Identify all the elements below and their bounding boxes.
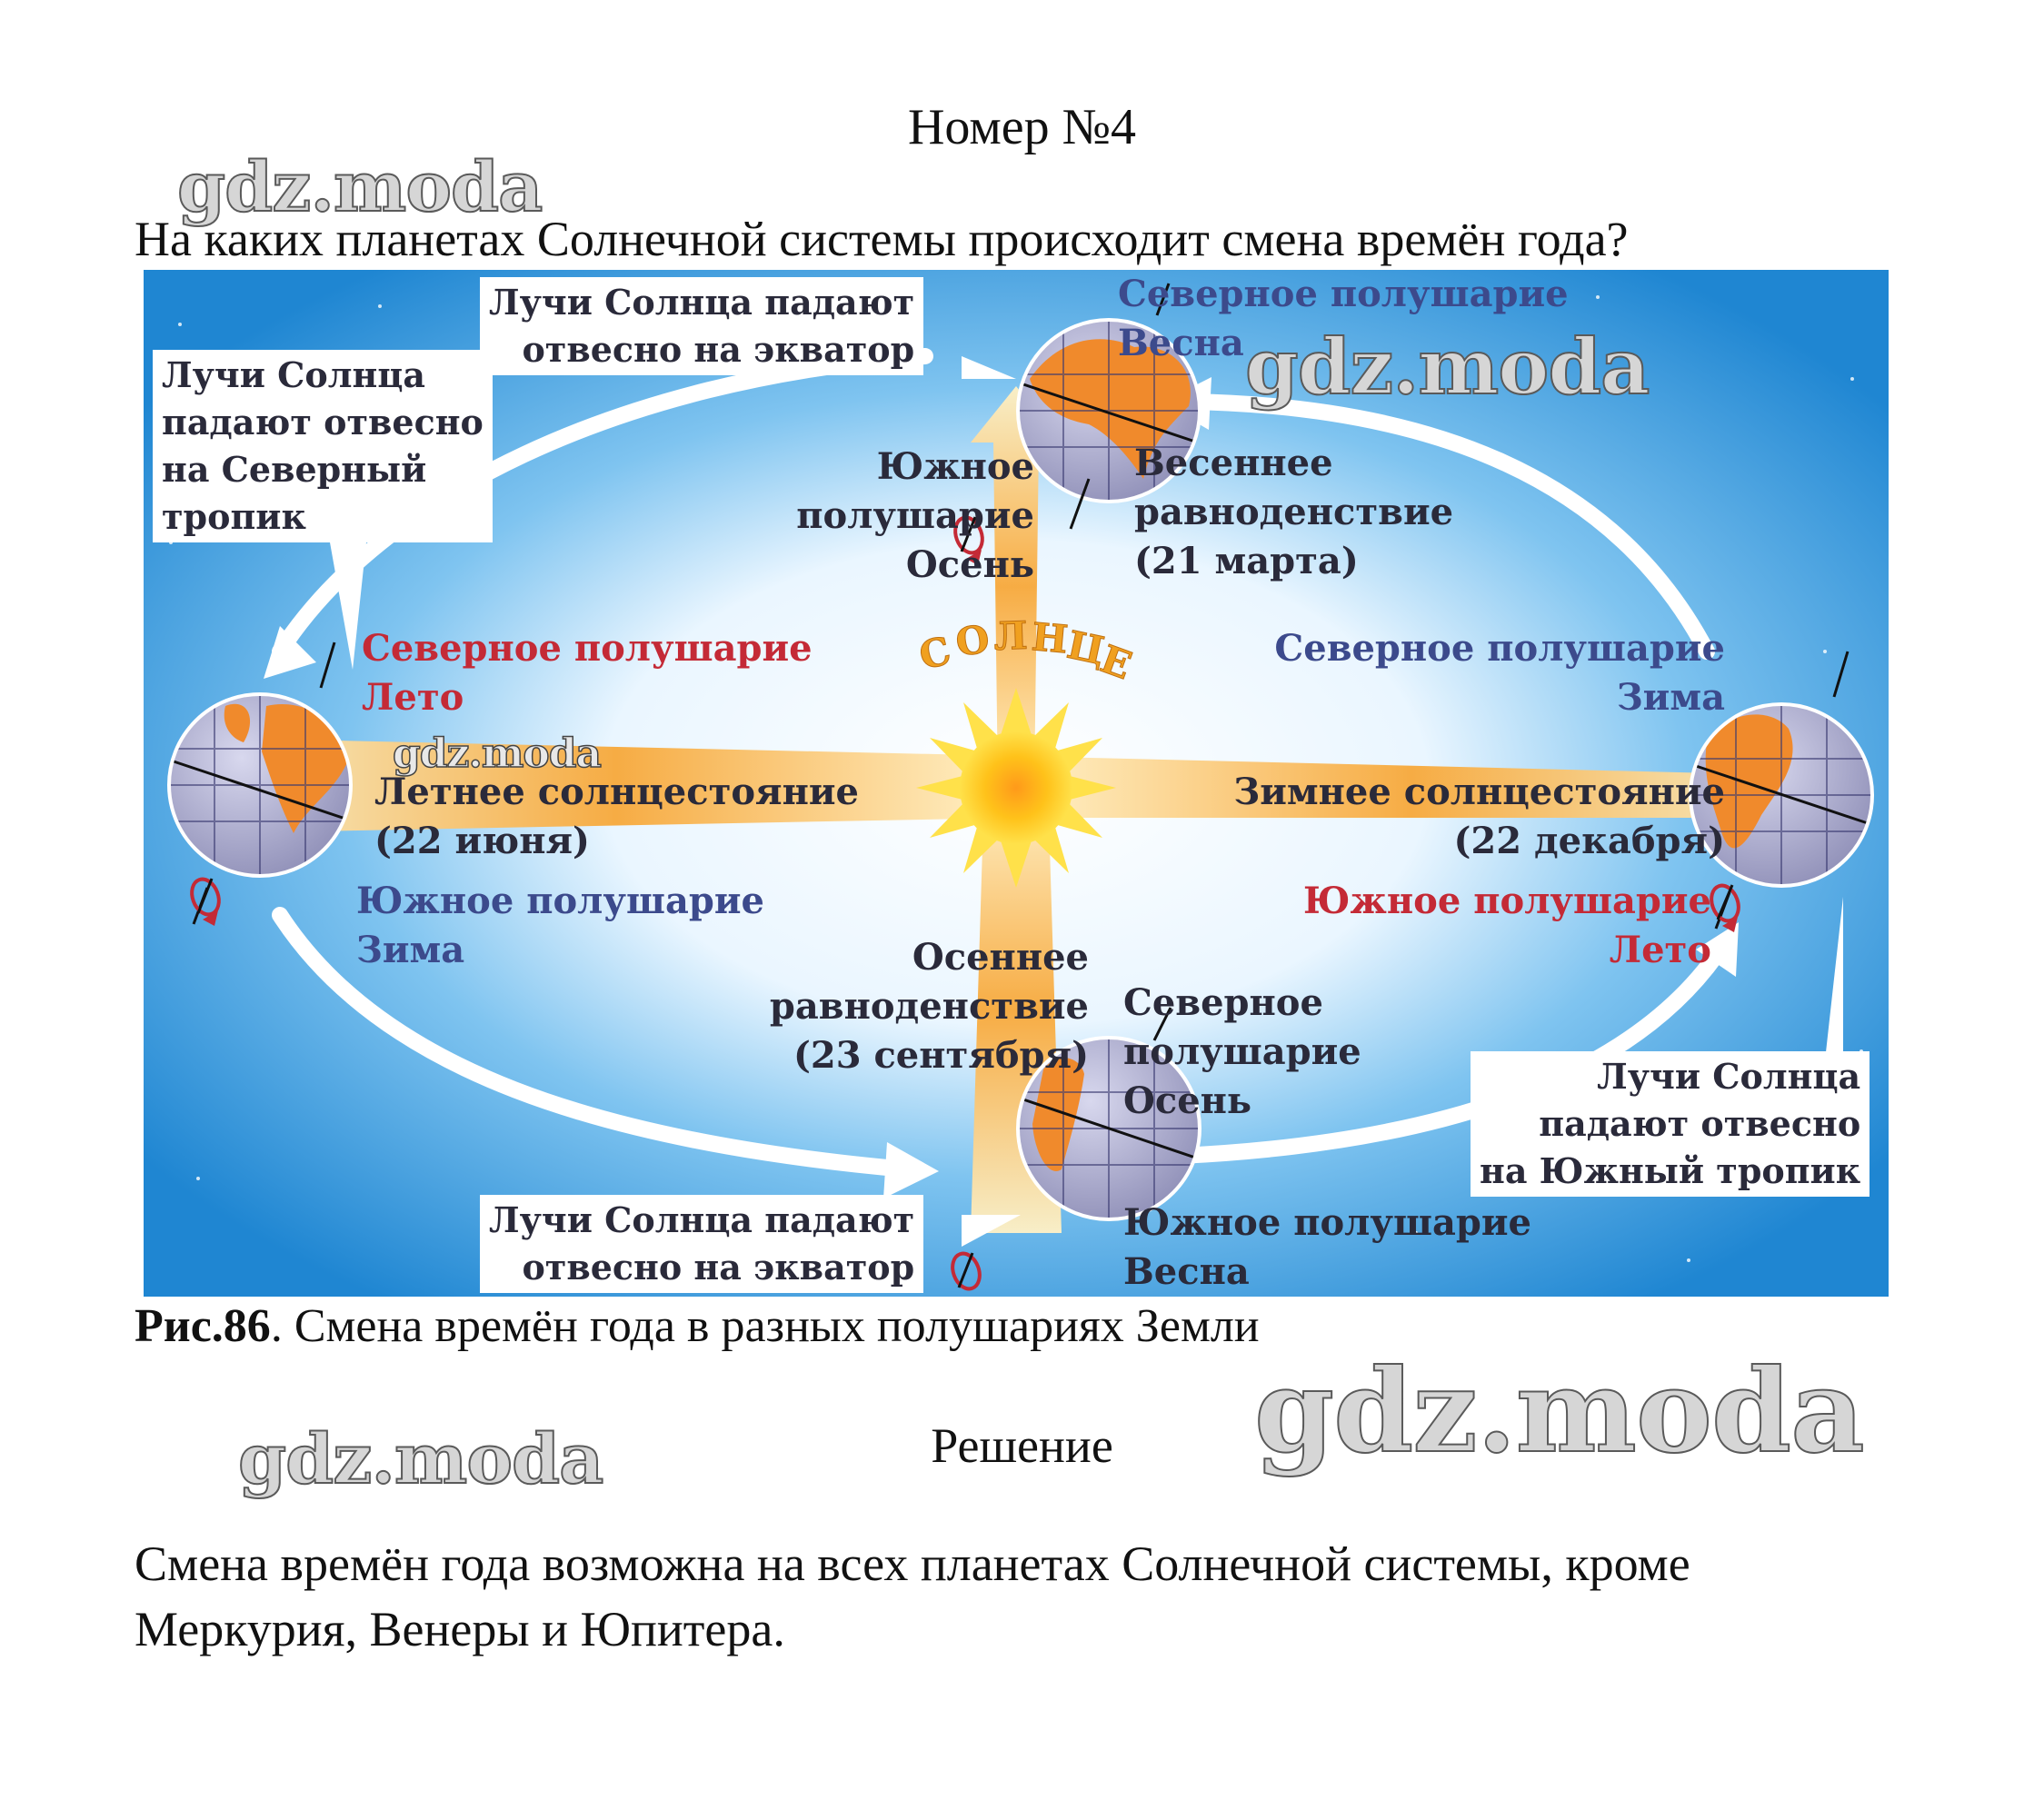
text-line: Осеннее xyxy=(912,936,1089,979)
text-line: Зимнее солнцестояние xyxy=(1233,771,1725,813)
solution-heading: Решение xyxy=(931,1418,1113,1473)
text-line: Осень xyxy=(1123,1079,1252,1122)
text-line: Южное полушарие xyxy=(356,880,764,922)
figure-caption-text: . Смена времён года в разных полушариях … xyxy=(270,1300,1260,1352)
right-south-label: Южное полушарие Лето xyxy=(1198,877,1711,975)
bottom-north-label: Северное полушарие Осень xyxy=(1123,979,1361,1126)
left-south-label: Южное полушарие Зима xyxy=(356,877,764,975)
text-line: отвесно на экватор xyxy=(522,329,915,370)
text-line: Южное полушарие xyxy=(1123,1201,1531,1244)
top-rays-box: Лучи Солнца падают отвесно на экватор xyxy=(480,277,924,375)
text-line: Северное полушарие xyxy=(1118,273,1569,315)
text-line: (23 сентября) xyxy=(793,1034,1089,1077)
text-line: Лучи Солнца падают xyxy=(489,282,915,323)
text-line: на Северный xyxy=(162,449,427,490)
text-line: Северное полушарие xyxy=(1274,627,1725,670)
text-line: Весеннее xyxy=(1134,442,1333,484)
text-line: Лето xyxy=(1609,929,1711,971)
text-line: падают отвесно xyxy=(162,402,484,443)
text-line: Летнее солнцестояние xyxy=(374,771,859,813)
spring-equinox-label: Весеннее равноденствие (21 марта) xyxy=(1134,439,1453,586)
globe-bottom xyxy=(1018,1038,1200,1219)
watermark-logo: gdz.moda xyxy=(392,731,603,777)
text-line: отвесно на экватор xyxy=(522,1247,915,1288)
bottom-rays-box: Лучи Солнца падают отвесно на экватор xyxy=(480,1195,924,1293)
top-south-label: Южное полушарие Осень xyxy=(707,443,1034,590)
text-line: Северное полушарие xyxy=(362,627,813,670)
text-line: Южное xyxy=(876,445,1034,488)
winter-solstice-label: Зимнее солнцестояние (22 декабря) xyxy=(1143,768,1725,866)
text-line: Зима xyxy=(356,929,465,971)
sun-label-letter-2: О xyxy=(953,616,992,665)
text-line: (22 июня) xyxy=(374,820,590,862)
page-title: Номер №4 xyxy=(907,99,1137,155)
text-line: равноденствие xyxy=(769,985,1089,1028)
text-line: Весна xyxy=(1123,1250,1250,1293)
sun-label-letter-3: Л xyxy=(993,613,1029,659)
text-line: Северное xyxy=(1123,981,1323,1024)
question-text: На каких планетах Солнечной системы прои… xyxy=(135,212,1629,266)
text-line: Лето xyxy=(362,676,464,719)
text-line: тропик xyxy=(162,496,306,537)
text-line: Осень xyxy=(905,543,1034,586)
text-line: (22 декабря) xyxy=(1453,820,1725,862)
solution-text: Смена времён года возможна на всех плане… xyxy=(135,1536,1690,1656)
globe-right xyxy=(1690,704,1872,886)
watermark-logo: gdz.moda xyxy=(1244,322,1650,412)
summer-solstice-label: Летнее солнцестояние (22 июня) xyxy=(374,768,859,866)
watermark-logo: gdz.moda xyxy=(176,146,543,227)
text-line: Лучи Солнца xyxy=(162,354,426,395)
autumn-equinox-label: Осеннее равноденствие (23 сентября) xyxy=(598,933,1089,1080)
text-line: (21 марта) xyxy=(1134,540,1359,582)
figure-caption: Рис.86. Смена времён года в разных полуш… xyxy=(135,1299,1260,1353)
bottom-south-label: Южное полушарие Весна xyxy=(1123,1198,1531,1297)
text-line: Южное полушарие xyxy=(1303,880,1711,922)
sun-label-letter-5: Ц xyxy=(1063,622,1109,673)
right-north-label: Северное полушарие Зима xyxy=(1198,624,1725,722)
text-line: равноденствие xyxy=(1134,491,1454,533)
right-rays-box: Лучи Солнца падают отвесно на Южный троп… xyxy=(1471,1051,1870,1197)
text-line: Весна xyxy=(1118,322,1244,364)
text-line: Зима xyxy=(1616,676,1725,719)
figure-number: Рис.86 xyxy=(135,1300,271,1352)
text-line: полушарие xyxy=(1123,1030,1361,1073)
globe-top xyxy=(1018,320,1200,502)
text-line: Лучи Солнца xyxy=(1597,1056,1861,1097)
watermark-logo: gdz.moda xyxy=(237,1418,604,1499)
seasons-figure: С О Л Н Ц Е Лучи Солнца падают отвесно н… xyxy=(144,270,1889,1297)
text-line: Лучи Солнца падают xyxy=(489,1199,915,1240)
globe-left xyxy=(169,694,351,876)
left-rays-box: Лучи Солнца падают отвесно на Северный т… xyxy=(153,350,493,542)
text-line: полушарие xyxy=(796,494,1034,537)
text-line: падают отвесно xyxy=(1539,1103,1861,1144)
left-north-label: Северное полушарие Лето xyxy=(362,624,813,722)
watermark-logo: gdz.moda xyxy=(1253,1344,1866,1478)
top-north-label: Северное полушарие Весна xyxy=(1118,270,1569,368)
text-line: на Южный тропик xyxy=(1480,1150,1861,1191)
sun-label-letter-4: Н xyxy=(1030,614,1070,661)
